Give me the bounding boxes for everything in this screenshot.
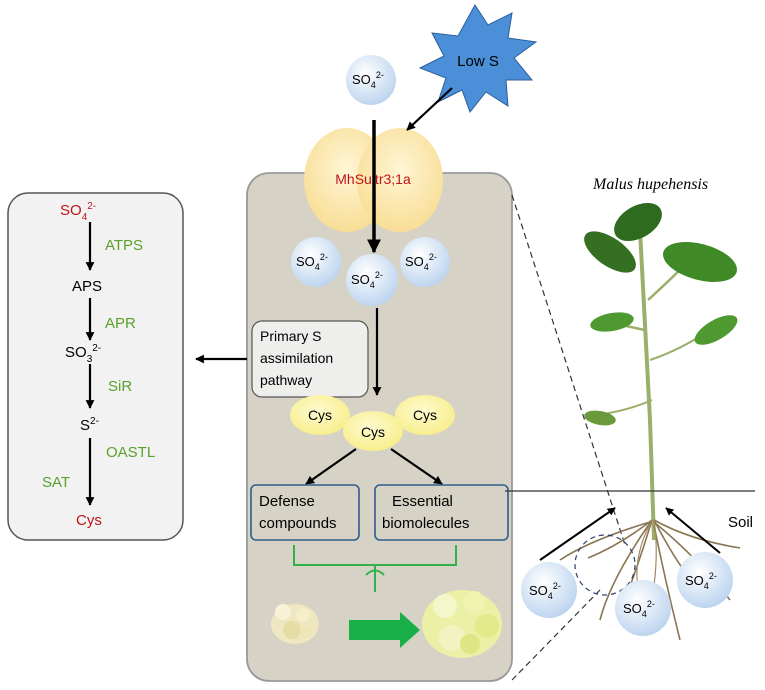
internal-sulfate-right	[400, 237, 450, 287]
pathway-line-2: assimilation	[260, 350, 333, 366]
essential-line-2: biomolecules	[382, 515, 470, 532]
enzyme-sat: SAT	[42, 474, 70, 491]
panel-cys-label: Cys	[76, 512, 102, 529]
sulfide-label: S2-	[80, 416, 99, 434]
plant-illustration	[559, 203, 741, 641]
zoom-line-bottom	[511, 589, 601, 681]
cys-oval-center	[343, 411, 403, 451]
internal-sulfate-left-label: SO42-	[296, 252, 328, 272]
internal-sulfate-left	[291, 237, 341, 287]
callus-small	[271, 604, 319, 644]
transporter-lobe-right	[357, 128, 443, 232]
internal-sulfate-center	[346, 254, 398, 306]
cys-left-label: Cys	[308, 407, 332, 423]
external-sulfate-label: SO42-	[352, 70, 384, 90]
root-uptake-arrow-right	[665, 507, 721, 554]
root-zoom-circle	[574, 534, 636, 596]
species-label: Malus hupehensis	[592, 176, 708, 193]
root-sulfate-center	[615, 580, 671, 636]
enzyme-oastl: OASTL	[106, 444, 155, 461]
root-sulfate-right	[677, 552, 733, 608]
sulfite-label: SO32-	[65, 343, 101, 365]
enzyme-sir: SiR	[108, 378, 132, 395]
root-sulfate-center-label: SO42-	[623, 599, 655, 619]
enzyme-apr: APR	[105, 315, 136, 332]
defense-line-2: compounds	[259, 515, 337, 532]
root-uptake-arrow-left	[539, 507, 616, 561]
cys-oval-left	[290, 395, 350, 435]
low-s-star	[418, 4, 538, 114]
internal-sulfate-center-label: SO42-	[351, 270, 383, 290]
soil-label: Soil	[728, 514, 753, 531]
cys-center-label: Cys	[361, 424, 385, 440]
growth-arrow	[349, 612, 420, 648]
pathway-line-3: pathway	[260, 372, 312, 388]
root-sulfate-right-label: SO42-	[685, 571, 717, 591]
aps-label: APS	[72, 278, 102, 295]
callus-large	[422, 590, 502, 658]
to-essential-arrow	[390, 448, 443, 485]
green-brace-peak	[365, 569, 385, 576]
cys-oval-right	[395, 395, 455, 435]
low-s-label: Low S	[457, 53, 499, 70]
defense-line-1: Defense	[259, 493, 315, 510]
enzyme-atps: ATPS	[105, 237, 143, 254]
pathway-line-1: Primary S	[260, 328, 321, 344]
zoom-line-top	[511, 194, 626, 546]
root-sulfate-left-label: SO42-	[529, 581, 561, 601]
cys-right-label: Cys	[413, 407, 437, 423]
external-sulfate	[346, 55, 396, 105]
root-sulfate-left	[521, 562, 577, 618]
internal-sulfate-right-label: SO42-	[405, 252, 437, 272]
assimilation-panel	[7, 192, 184, 541]
defense-box	[250, 484, 360, 541]
essential-line-1: Essential	[392, 493, 453, 510]
essential-box	[374, 484, 509, 541]
to-defense-arrow	[305, 448, 357, 485]
low-s-arrow	[406, 87, 453, 131]
panel-sulfate-label: SO42-	[60, 201, 96, 223]
